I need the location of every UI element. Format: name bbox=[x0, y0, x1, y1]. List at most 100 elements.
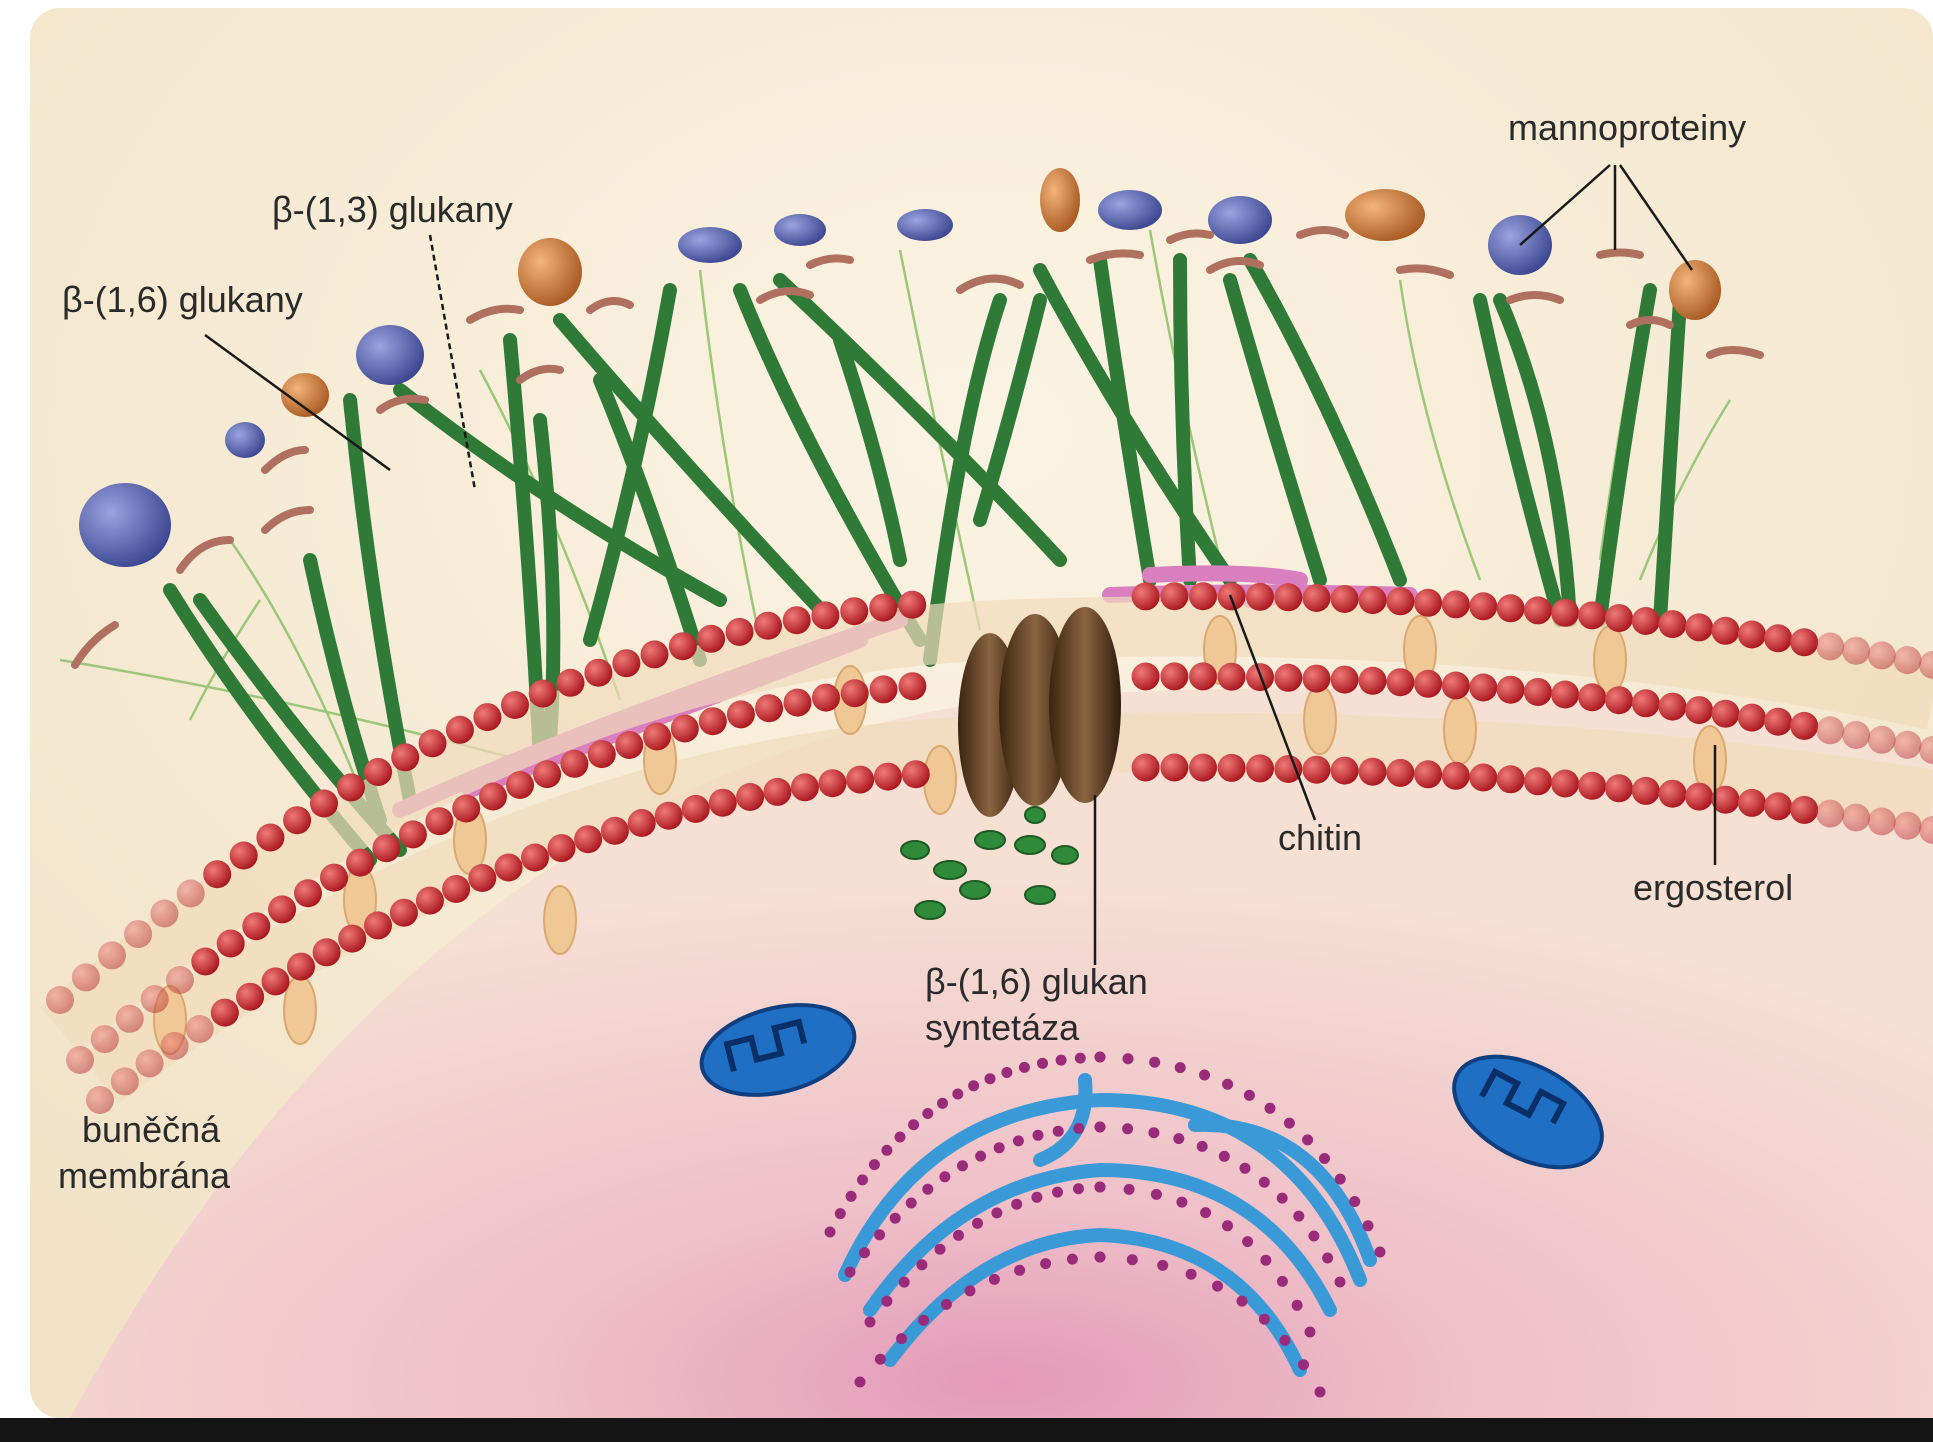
ribosome bbox=[1219, 1151, 1230, 1162]
lipid-head bbox=[1246, 754, 1274, 782]
lipid-head bbox=[548, 834, 576, 862]
lipid-head bbox=[1659, 693, 1687, 721]
ribosome bbox=[1212, 1281, 1223, 1292]
lipid-head bbox=[1497, 676, 1525, 704]
lipid-head bbox=[1764, 708, 1792, 736]
lipid-head bbox=[1160, 582, 1188, 610]
ribosome bbox=[895, 1132, 906, 1143]
ribosome bbox=[1148, 1127, 1159, 1138]
ribosome bbox=[1259, 1314, 1270, 1325]
lipid-head bbox=[529, 680, 557, 708]
lipid-head bbox=[283, 806, 311, 834]
lipid-head bbox=[1894, 646, 1922, 674]
lipid-head bbox=[521, 844, 549, 872]
ribosome bbox=[869, 1159, 880, 1170]
lipid-head bbox=[313, 938, 341, 966]
ribosome bbox=[1237, 1296, 1248, 1307]
lipid-head bbox=[446, 716, 474, 744]
ribosome bbox=[1363, 1220, 1374, 1231]
lipid-head bbox=[1246, 583, 1274, 611]
ribosome bbox=[1151, 1189, 1162, 1200]
lipid-head bbox=[1551, 770, 1579, 798]
lipid-head bbox=[1160, 754, 1188, 782]
lipid-head bbox=[1469, 764, 1497, 792]
lipid-head bbox=[191, 948, 219, 976]
ribosome bbox=[845, 1267, 856, 1278]
lipid-head bbox=[1816, 716, 1844, 744]
ribosome bbox=[1293, 1211, 1304, 1222]
lipid-head bbox=[1712, 617, 1740, 645]
lipid-head bbox=[136, 1049, 164, 1077]
ribosome bbox=[916, 1259, 927, 1270]
label-synthase-line2: syntetáza bbox=[925, 1007, 1080, 1048]
lipid-head bbox=[1578, 601, 1606, 629]
lipid-head bbox=[736, 783, 764, 811]
lipid-head bbox=[755, 694, 783, 722]
lipid-head bbox=[177, 880, 205, 908]
ribosome bbox=[1186, 1269, 1197, 1280]
ribosome bbox=[1075, 1053, 1086, 1064]
lipid-head bbox=[1712, 700, 1740, 728]
ribosome bbox=[1242, 1236, 1253, 1247]
lipid-head bbox=[46, 986, 74, 1014]
ribosome bbox=[975, 1151, 986, 1162]
lipid-head bbox=[320, 864, 348, 892]
lipid-head bbox=[874, 763, 902, 791]
ribosome bbox=[896, 1333, 907, 1344]
ribosome bbox=[957, 1160, 968, 1171]
label-beta-1-6-glucans: β-(1,6) glukany bbox=[62, 279, 303, 320]
lipid-head bbox=[346, 849, 374, 877]
lipid-head bbox=[791, 773, 819, 801]
ribosome bbox=[1122, 1123, 1133, 1134]
lipid-head bbox=[1359, 586, 1387, 614]
ribosome bbox=[1375, 1247, 1386, 1258]
label-membrane-line2: membrána bbox=[58, 1155, 231, 1196]
lipid-head bbox=[1359, 667, 1387, 695]
lipid-head bbox=[1842, 804, 1870, 832]
lipid-head bbox=[1189, 582, 1217, 610]
lipid-head bbox=[1386, 668, 1414, 696]
ribosome bbox=[1199, 1070, 1210, 1081]
ribosome bbox=[1277, 1276, 1288, 1287]
ribosome bbox=[857, 1174, 868, 1185]
ribosome bbox=[1019, 1062, 1030, 1073]
ribosome bbox=[1033, 1130, 1044, 1141]
lipid-head bbox=[1524, 678, 1552, 706]
lipid-head bbox=[1303, 756, 1331, 784]
lipid-head bbox=[784, 689, 812, 717]
ribosome bbox=[1173, 1133, 1184, 1144]
lipid-head bbox=[1578, 683, 1606, 711]
lipid-head bbox=[1685, 783, 1713, 811]
lipid-head bbox=[364, 911, 392, 939]
ribosome bbox=[906, 1198, 917, 1209]
ribosome bbox=[1073, 1123, 1084, 1134]
lipid-head bbox=[697, 625, 725, 653]
lipid-head bbox=[533, 760, 561, 788]
label-chitin: chitin bbox=[1278, 817, 1362, 858]
ribosome bbox=[1222, 1220, 1233, 1231]
ribosome bbox=[1031, 1192, 1042, 1203]
lipid-head bbox=[1738, 621, 1766, 649]
lipid-head bbox=[615, 731, 643, 759]
lipid-head bbox=[574, 825, 602, 853]
ribosome bbox=[1123, 1053, 1134, 1064]
lipid-head bbox=[425, 807, 453, 835]
lipid-head bbox=[819, 769, 847, 797]
ribosome bbox=[908, 1119, 919, 1130]
ribosome bbox=[875, 1354, 886, 1365]
ribosome bbox=[1037, 1058, 1048, 1069]
lipid-head bbox=[419, 729, 447, 757]
lipid-head bbox=[1605, 604, 1633, 632]
ribosome bbox=[922, 1184, 933, 1195]
lipid-head bbox=[1578, 772, 1606, 800]
lipid-head bbox=[1685, 696, 1713, 724]
ribosome bbox=[899, 1277, 910, 1288]
lipid-head bbox=[557, 669, 585, 697]
ribosome bbox=[989, 1274, 1000, 1285]
ribosome bbox=[1149, 1057, 1160, 1068]
lipid-head bbox=[669, 632, 697, 660]
ribosome bbox=[1175, 1062, 1186, 1073]
lipid-head bbox=[1442, 762, 1470, 790]
ribosome bbox=[1052, 1187, 1063, 1198]
